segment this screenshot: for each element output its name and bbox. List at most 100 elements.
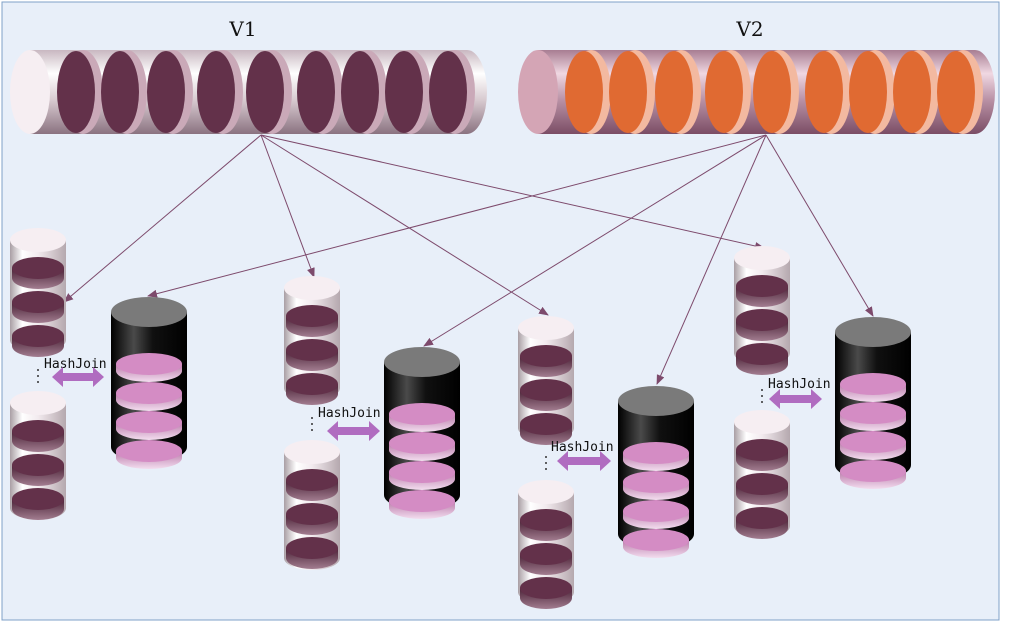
build-disk xyxy=(520,509,572,541)
build-disk xyxy=(736,507,788,539)
distribution-arrows xyxy=(63,134,874,385)
build-cylinder xyxy=(734,410,790,539)
ellipsis-dot xyxy=(761,401,763,403)
probe-cylinders xyxy=(111,297,911,558)
build-disk xyxy=(12,454,64,486)
v2-disk xyxy=(655,50,701,134)
build-cylinders xyxy=(10,228,790,609)
hashjoin-label: HashJoin xyxy=(551,440,614,455)
build-cylinder xyxy=(284,276,340,405)
distribution-arrow xyxy=(260,134,765,250)
probe-cylinder xyxy=(835,317,911,489)
probe-disk xyxy=(389,432,455,461)
build-cylinder xyxy=(734,246,790,375)
distribution-arrow xyxy=(63,134,262,303)
join-double-arrow xyxy=(327,421,380,441)
ellipsis-dot xyxy=(545,468,547,470)
v1-disk xyxy=(197,50,243,134)
v1-disk xyxy=(57,50,103,134)
join-double-arrow xyxy=(769,389,822,409)
probe-disk xyxy=(389,490,455,519)
probe-disk xyxy=(840,431,906,460)
hashjoin-marker: HashJoin xyxy=(37,357,107,387)
v2-disk xyxy=(609,50,655,134)
build-disk xyxy=(520,413,572,445)
distribution-arrow xyxy=(260,134,315,278)
ellipsis-dot xyxy=(761,389,763,391)
v1-disk xyxy=(385,50,431,134)
build-cylinder xyxy=(10,228,66,357)
v2-label: V2 xyxy=(735,17,763,41)
build-disk xyxy=(736,343,788,375)
build-disk xyxy=(520,577,572,609)
v1-disk xyxy=(429,50,475,134)
v1-disk-stack xyxy=(57,50,475,134)
build-disk xyxy=(520,345,572,377)
build-cylinder xyxy=(10,391,66,520)
probe-disk xyxy=(840,402,906,431)
distribution-arrow xyxy=(765,134,874,317)
build-disk xyxy=(12,488,64,520)
build-disk xyxy=(520,379,572,411)
v1-disk xyxy=(341,50,387,134)
hashjoin-label: HashJoin xyxy=(768,377,831,392)
build-disk xyxy=(12,420,64,452)
build-disk xyxy=(736,309,788,341)
distribution-arrow xyxy=(656,134,767,385)
v1-disk xyxy=(297,50,343,134)
build-cylinder xyxy=(284,440,340,570)
probe-disk xyxy=(116,353,182,382)
probe-disk xyxy=(116,382,182,411)
probe-disk xyxy=(840,373,906,402)
ellipsis-dot xyxy=(37,375,39,377)
build-cylinder xyxy=(518,316,574,445)
v1-cylinder xyxy=(10,50,487,134)
v1-disk xyxy=(246,50,292,134)
v2-disk xyxy=(805,50,851,134)
v2-cylinder xyxy=(518,50,995,134)
v2-disk xyxy=(937,50,983,134)
hashjoin-marker: HashJoin xyxy=(545,440,614,471)
probe-disk xyxy=(623,500,689,529)
ellipsis-dot xyxy=(311,423,313,425)
build-disk xyxy=(736,275,788,307)
build-disk xyxy=(286,339,338,371)
build-disk xyxy=(12,325,64,357)
probe-disk xyxy=(116,440,182,469)
v2-disk xyxy=(849,50,895,134)
ellipsis-dot xyxy=(37,369,39,371)
distribution-arrow xyxy=(260,134,549,316)
hashjoin-label: HashJoin xyxy=(318,406,381,421)
v1-label: V1 xyxy=(228,17,256,41)
v2-disk xyxy=(753,50,799,134)
build-disk xyxy=(520,543,572,575)
probe-cylinder xyxy=(111,297,187,469)
distribution-arrow xyxy=(147,134,767,298)
probe-disk xyxy=(840,460,906,489)
ellipsis-dot xyxy=(545,456,547,458)
ellipsis-dot xyxy=(761,395,763,397)
build-disk xyxy=(736,439,788,471)
hashjoin-marker: HashJoin xyxy=(761,377,831,409)
v2-disk xyxy=(565,50,611,134)
probe-disk xyxy=(623,529,689,558)
v2-disk-stack xyxy=(565,50,983,134)
build-disk xyxy=(12,257,64,289)
probe-disk xyxy=(389,461,455,490)
build-disk xyxy=(286,373,338,405)
build-cylinder xyxy=(518,480,574,609)
hashjoin-label: HashJoin xyxy=(44,357,107,372)
join-double-arrow xyxy=(557,451,611,471)
hashjoin-marker: HashJoin xyxy=(311,406,381,441)
probe-disk xyxy=(389,403,455,432)
probe-disk xyxy=(623,471,689,500)
probe-disk xyxy=(623,442,689,471)
build-disk xyxy=(286,537,338,569)
v2-disk xyxy=(705,50,751,134)
ellipsis-dot xyxy=(311,417,313,419)
v1-disk xyxy=(147,50,193,134)
build-disk xyxy=(286,305,338,337)
build-disk xyxy=(286,503,338,535)
